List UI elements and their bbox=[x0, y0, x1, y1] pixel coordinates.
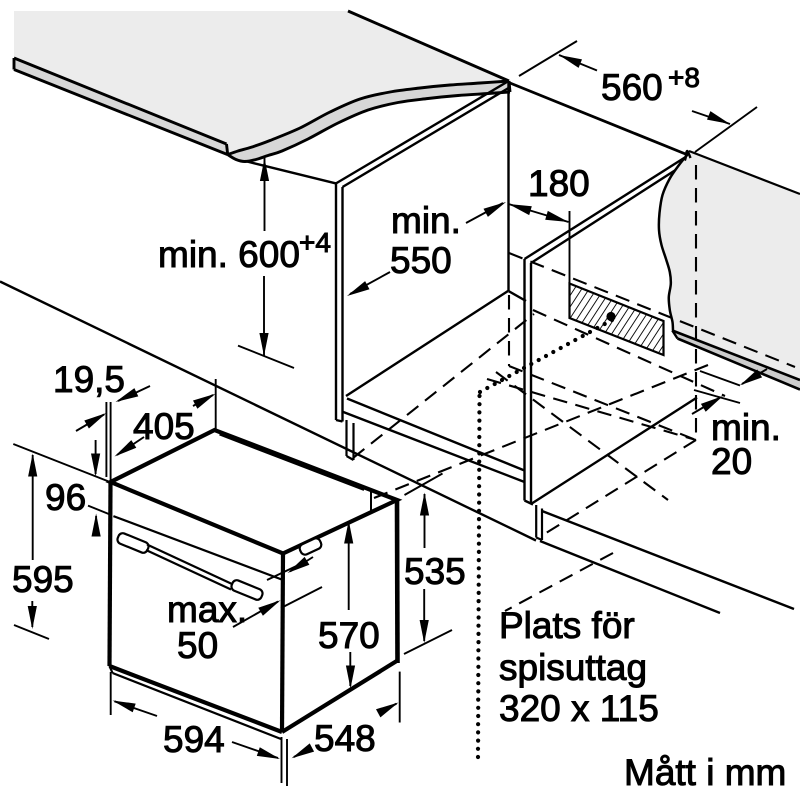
svg-text:550: 550 bbox=[390, 240, 452, 281]
svg-text:Plats för: Plats för bbox=[499, 605, 635, 646]
svg-text:595: 595 bbox=[12, 559, 74, 600]
svg-text:min.: min. bbox=[711, 407, 781, 448]
svg-text:180: 180 bbox=[528, 163, 590, 204]
svg-text:19,5: 19,5 bbox=[53, 359, 125, 400]
svg-text:560: 560 bbox=[601, 67, 663, 108]
svg-text:20: 20 bbox=[711, 441, 752, 482]
svg-text:spisuttag: spisuttag bbox=[499, 647, 647, 688]
svg-text:Mått i mm: Mått i mm bbox=[624, 752, 786, 793]
svg-text:594: 594 bbox=[163, 719, 225, 760]
svg-text:96: 96 bbox=[45, 477, 86, 518]
svg-text:+8: +8 bbox=[668, 62, 700, 93]
svg-text:405: 405 bbox=[133, 406, 195, 447]
svg-text:+4: +4 bbox=[299, 227, 331, 258]
svg-text:min.: min. bbox=[391, 200, 461, 241]
svg-text:min. 600: min. 600 bbox=[158, 234, 300, 275]
svg-text:max.: max. bbox=[167, 589, 247, 630]
svg-text:548: 548 bbox=[314, 718, 376, 759]
svg-text:50: 50 bbox=[177, 625, 218, 666]
svg-text:320 x 115: 320 x 115 bbox=[499, 688, 659, 729]
svg-text:535: 535 bbox=[404, 551, 466, 592]
svg-text:570: 570 bbox=[318, 615, 380, 656]
